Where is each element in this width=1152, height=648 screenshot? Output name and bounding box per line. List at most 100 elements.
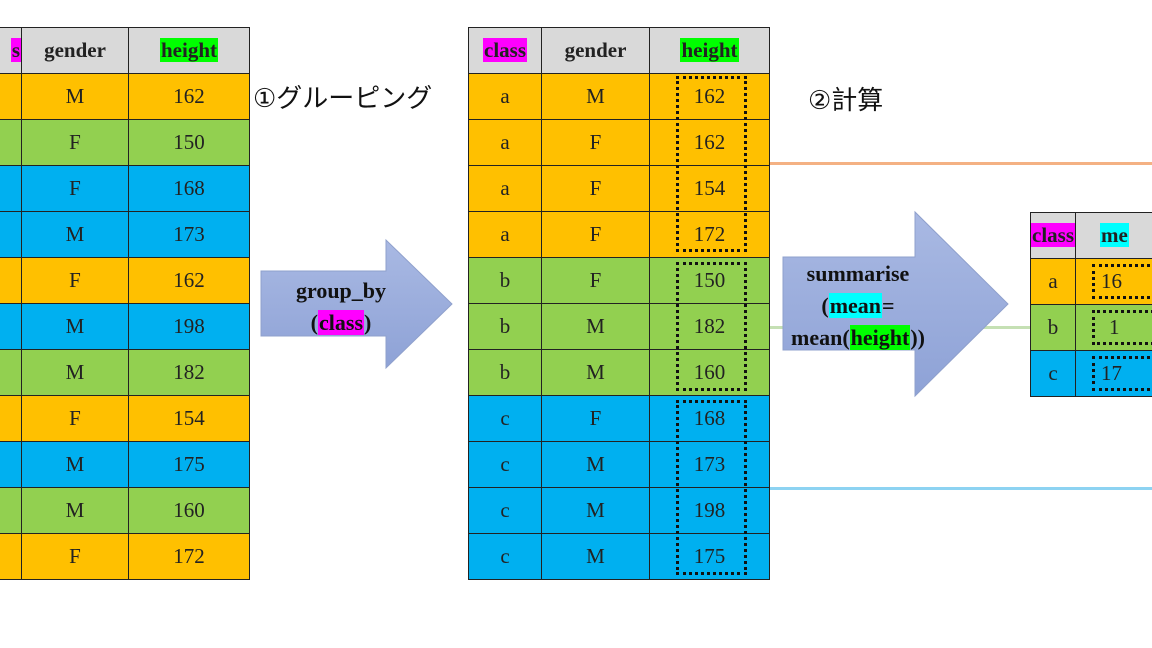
paren-open: ( <box>310 310 318 335</box>
height-cell: 172 <box>128 533 250 580</box>
header-height-label: height <box>159 38 218 62</box>
class-cell: a <box>468 211 542 258</box>
group-b-highlight-box <box>676 262 747 391</box>
height-cell: 160 <box>128 487 250 534</box>
group-by-text: group_by (class) <box>261 275 421 339</box>
header-mean-label: me <box>1100 223 1129 247</box>
gender-cell: M <box>541 441 650 488</box>
table-header: s gender height <box>0 27 250 74</box>
class-cell: c <box>468 395 542 442</box>
class-cell: c <box>1030 350 1076 397</box>
header-class: class <box>1030 212 1076 259</box>
group-by-arg: class <box>318 310 364 335</box>
summarise-func: summarise <box>806 261 910 286</box>
group-by-args: (class) <box>261 307 421 339</box>
header-class-label: class <box>483 38 527 62</box>
group-by-func: group_by <box>295 278 387 303</box>
header-height: height <box>128 27 250 74</box>
mean-cell: 1 <box>1075 304 1152 351</box>
paren-close: )) <box>910 325 925 350</box>
gender-cell: F <box>541 257 650 304</box>
class-cell: b <box>468 349 542 396</box>
height-cell: 175 <box>649 533 770 580</box>
mean-value: 17 <box>1092 356 1152 391</box>
height-cell: 162 <box>649 73 770 120</box>
height-cell: 175 <box>128 441 250 488</box>
class-cell: b <box>1030 304 1076 351</box>
table-row: c 17 <box>1030 350 1152 397</box>
mean-func: mean( <box>791 325 850 350</box>
class-cell: a <box>468 73 542 120</box>
gender-cell: F <box>541 211 650 258</box>
height-cell: 168 <box>128 165 250 212</box>
gender-cell: M <box>21 441 129 488</box>
height-cell: 198 <box>128 303 250 350</box>
header-gender: gender <box>21 27 129 74</box>
gender-cell: M <box>21 303 129 350</box>
class-cell: a <box>468 165 542 212</box>
height-cell: 154 <box>649 165 770 212</box>
group-a-highlight-box <box>676 76 747 252</box>
height-cell: 162 <box>128 73 250 120</box>
connector-line-a <box>769 162 1152 165</box>
mean-cell: 17 <box>1075 350 1152 397</box>
summarise-arg1: (mean= <box>783 290 933 322</box>
group-c-highlight-box <box>676 400 747 575</box>
height-cell: 162 <box>128 257 250 304</box>
height-cell: 182 <box>128 349 250 396</box>
header-class-label: class <box>1031 223 1075 247</box>
header-gender: gender <box>541 27 650 74</box>
class-cell: b <box>468 257 542 304</box>
paren-open: ( <box>821 293 829 318</box>
gender-cell: M <box>541 487 650 534</box>
height-cell: 198 <box>649 487 770 534</box>
gender-cell: F <box>541 119 650 166</box>
mean-name: mean <box>828 293 883 318</box>
class-cell: c <box>468 487 542 534</box>
summarise-text: summarise (mean= mean(height)) <box>783 258 933 354</box>
paren-close: ) <box>364 310 372 335</box>
gender-cell: M <box>21 487 129 534</box>
height-cell: 154 <box>128 395 250 442</box>
gender-cell: F <box>21 395 129 442</box>
gender-cell: M <box>541 349 650 396</box>
summarise-arg2: mean(height)) <box>783 322 933 354</box>
header-class-label: s <box>10 38 21 62</box>
header-class: class <box>468 27 542 74</box>
gender-cell: F <box>541 395 650 442</box>
table-header: class gender height <box>468 27 770 74</box>
gender-cell: M <box>541 303 650 350</box>
header-height-label: height <box>680 38 739 62</box>
mean-value: 1 <box>1092 310 1152 345</box>
gender-cell: M <box>541 533 650 580</box>
gender-cell: M <box>21 211 129 258</box>
gender-cell: F <box>21 119 129 166</box>
class-cell: c <box>468 533 542 580</box>
arrow-shape-1 <box>260 238 453 370</box>
